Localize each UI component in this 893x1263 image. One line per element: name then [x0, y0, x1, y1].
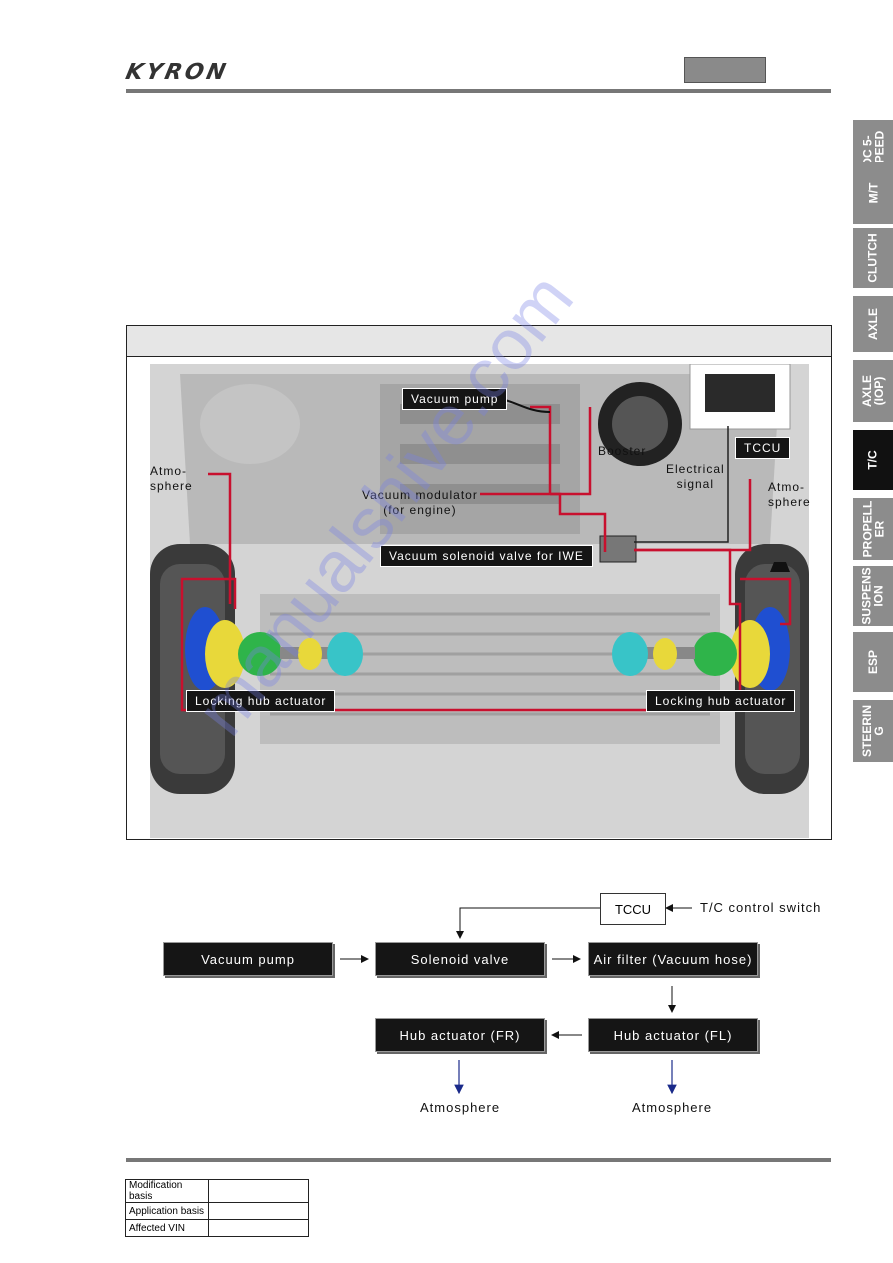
label-locking-hub-left: Locking hub actuator — [186, 690, 336, 712]
table-cell-label: Modification basis — [125, 1179, 209, 1203]
label-vacuum-modulator: Vacuum modulator (for engine) — [362, 488, 478, 517]
label-solenoid-valve: Vacuum solenoid valve for IWE — [380, 545, 593, 567]
tab-axle[interactable]: AXLE — [853, 296, 893, 352]
flow-tccu: TCCU — [600, 893, 666, 925]
label-electrical-signal: Electrical signal — [666, 462, 725, 491]
vehicle-illustration — [150, 364, 809, 838]
diagram-frame-header — [127, 326, 831, 357]
header-gray-box — [684, 57, 766, 83]
table-cell-label: Affected VIN — [125, 1219, 209, 1237]
tab-suspension[interactable]: SUSPENS ION — [853, 566, 893, 626]
table-cell-value — [208, 1219, 309, 1237]
header-rule — [126, 89, 831, 93]
table-row: Application basis — [125, 1202, 309, 1220]
modification-table: Modification basis Application basis Aff… — [125, 1179, 309, 1237]
label-vacuum-pump: Vacuum pump — [402, 388, 508, 410]
flow-atmosphere-fr: Atmosphere — [420, 1100, 501, 1115]
table-cell-value — [208, 1179, 309, 1203]
flow-hub-actuator-fl: Hub actuator (FL) — [588, 1018, 758, 1052]
flow-hub-actuator-fr: Hub actuator (FR) — [375, 1018, 545, 1052]
flow-tc-control-switch: T/C control switch — [700, 900, 822, 915]
footer-rule — [126, 1158, 831, 1162]
table-row: Modification basis — [125, 1179, 309, 1203]
flow-air-filter: Air filter (Vacuum hose) — [588, 942, 758, 976]
flow-atmosphere-fl: Atmosphere — [632, 1100, 713, 1115]
tab-tc[interactable]: T/C — [853, 430, 893, 490]
diagram-frame — [126, 325, 832, 840]
flow-solenoid-valve: Solenoid valve — [375, 942, 545, 976]
label-tccu: TCCU — [735, 437, 791, 459]
label-atmosphere-left: Atmo- sphere — [150, 464, 193, 493]
table-row: Affected VIN — [125, 1219, 309, 1237]
vehicle-photo — [150, 364, 809, 838]
table-cell-label: Application basis — [125, 1202, 209, 1220]
tab-mt[interactable]: M/T — [853, 162, 893, 224]
tab-axle-iop[interactable]: AXLE (IOP) — [853, 360, 893, 422]
flow-vacuum-pump: Vacuum pump — [163, 942, 333, 976]
table-cell-value — [208, 1202, 309, 1220]
label-booster: Booster — [598, 444, 647, 458]
tab-propeller[interactable]: PROPELL ER — [853, 498, 893, 560]
label-atmosphere-right: Atmo- sphere — [768, 480, 811, 509]
tab-esp[interactable]: ESP — [853, 632, 893, 692]
tab-steering[interactable]: STEERIN G — [853, 700, 893, 762]
tab-clutch[interactable]: CLUTCH — [853, 228, 893, 288]
label-locking-hub-right: Locking hub actuator — [646, 690, 796, 712]
